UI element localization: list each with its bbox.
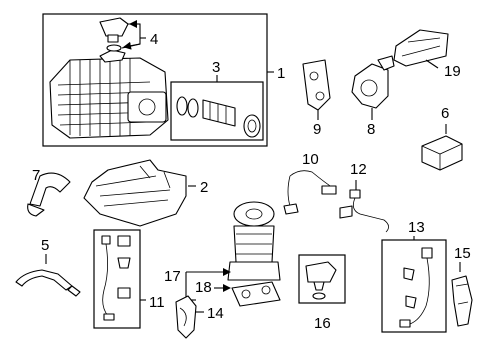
bypass-valve-icon[interactable] — [176, 96, 261, 138]
callout-7[interactable]: 7 — [32, 167, 40, 184]
callout-6[interactable]: 6 — [441, 105, 449, 122]
supercharger-assembly-group: 1 4 3 — [42, 13, 285, 147]
control-module-icon[interactable] — [421, 135, 463, 171]
egr-gasket-icon[interactable] — [231, 281, 281, 307]
callout-1[interactable]: 1 — [277, 65, 285, 82]
callout-8[interactable]: 8 — [367, 121, 375, 138]
harness-clip-icon[interactable] — [175, 295, 197, 339]
map-sensor-icon[interactable] — [99, 17, 129, 52]
vacuum-hose-icon[interactable] — [15, 269, 81, 297]
egr-valve-icon[interactable] — [227, 201, 281, 281]
harness-13-frame — [381, 239, 447, 333]
oxygen-sensor-icon-lower[interactable] — [339, 189, 389, 233]
callout-16[interactable]: 16 — [314, 315, 331, 332]
callout-10[interactable]: 10 — [302, 151, 319, 168]
callout-13[interactable]: 13 — [408, 219, 425, 236]
callout-15[interactable]: 15 — [454, 245, 471, 262]
vacuum-actuator-icon[interactable] — [351, 55, 395, 109]
intake-hose-icon[interactable] — [27, 172, 71, 217]
callout-19-leader — [425, 59, 439, 69]
oxygen-sensor-icon-upper[interactable] — [283, 170, 337, 215]
callout-5[interactable]: 5 — [41, 237, 49, 254]
callout-9[interactable]: 9 — [313, 121, 321, 138]
supercharger-icon[interactable] — [49, 49, 169, 139]
harness-11-frame — [93, 229, 141, 329]
callout-12[interactable]: 12 — [350, 161, 367, 178]
callout-2[interactable]: 2 — [200, 179, 208, 196]
callout-18[interactable]: 18 — [195, 279, 212, 296]
sensor-16-frame — [298, 254, 346, 304]
callout-3[interactable]: 3 — [212, 59, 220, 76]
knock-sensor-icon[interactable] — [305, 261, 337, 300]
mounting-bracket-icon[interactable] — [302, 59, 331, 111]
callout-19[interactable]: 19 — [444, 63, 461, 80]
supercharger-frame — [42, 13, 268, 147]
callout-4[interactable]: 4 — [150, 31, 158, 48]
callout-14[interactable]: 14 — [207, 305, 224, 322]
engine-cover-icon[interactable] — [393, 29, 449, 67]
support-frame-icon[interactable] — [83, 159, 187, 227]
callout-17[interactable]: 17 — [164, 268, 181, 285]
harness-11-icon[interactable] — [101, 235, 131, 321]
harness-13-icon[interactable] — [399, 247, 433, 328]
heat-shield-bracket-icon[interactable] — [451, 275, 473, 327]
callout-11[interactable]: 11 — [149, 294, 165, 311]
